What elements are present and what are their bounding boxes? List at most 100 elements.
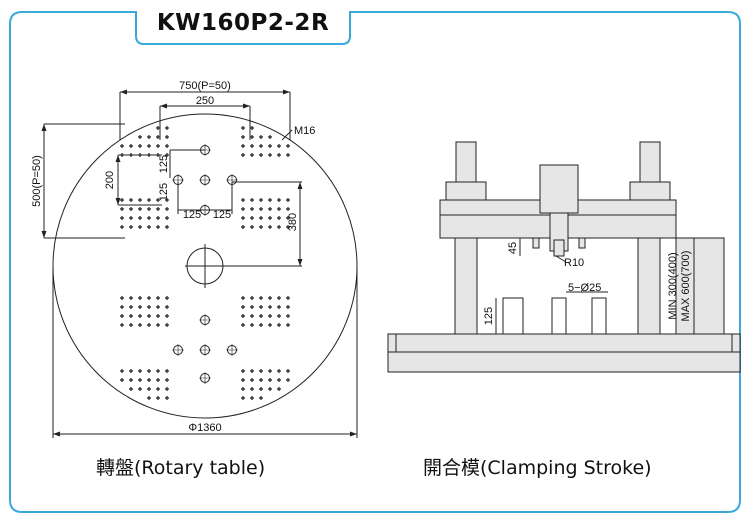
label-thread: M16 [294, 125, 315, 137]
through-hole-center [199, 174, 211, 186]
tapped-hole [268, 135, 272, 139]
tapped-hole [156, 305, 160, 309]
tapped-hole [250, 296, 254, 300]
tapped-hole [286, 153, 290, 157]
tapped-hole [120, 225, 124, 229]
tapped-hole [147, 216, 151, 220]
tapped-hole [259, 387, 263, 391]
tapped-hole [156, 153, 160, 157]
tapped-hole [241, 198, 245, 202]
through-hole-center [199, 144, 211, 156]
tapped-hole [138, 135, 142, 139]
tapped-hole [241, 369, 245, 373]
tapped-hole [165, 225, 169, 229]
label-r10: R10 [564, 257, 584, 269]
tapped-hole [120, 305, 124, 309]
tapped-hole [129, 305, 133, 309]
tapped-hole [241, 216, 245, 220]
tapped-hole [120, 153, 124, 157]
tapped-hole [156, 296, 160, 300]
tapped-hole [250, 314, 254, 318]
tapped-hole [268, 207, 272, 211]
tapped-hole [286, 296, 290, 300]
tapped-hole [138, 323, 142, 327]
tapped-hole [129, 369, 133, 373]
tapped-hole [138, 314, 142, 318]
tapped-hole [120, 207, 124, 211]
tapped-hole [156, 225, 160, 229]
tapped-hole [250, 153, 254, 157]
label-width-pitch: 750(P=50) [179, 80, 231, 92]
tapped-hole [286, 225, 290, 229]
tapped-hole [268, 153, 272, 157]
clamping-drawing [387, 141, 741, 373]
tapped-hole [241, 126, 245, 130]
tapped-hole [129, 314, 133, 318]
tapped-hole [138, 198, 142, 202]
tapped-hole [241, 323, 245, 327]
tapped-hole [165, 198, 169, 202]
tapped-hole [268, 387, 272, 391]
tapped-hole [259, 369, 263, 373]
label-h125: 125 [483, 307, 495, 325]
tapped-hole [156, 369, 160, 373]
label-height-pitch: 500(P=50) [31, 155, 43, 207]
tapped-hole [138, 305, 142, 309]
tapped-hole [147, 378, 151, 382]
tapped-hole [165, 153, 169, 157]
tapped-hole [241, 378, 245, 382]
tapped-hole [250, 144, 254, 148]
tapped-hole [268, 323, 272, 327]
tapped-hole [156, 198, 160, 202]
tapped-hole [165, 396, 169, 400]
tapped-hole [277, 207, 281, 211]
tapped-hole [156, 135, 160, 139]
pin-center [551, 297, 567, 335]
tapped-hole [250, 207, 254, 211]
tapped-hole [129, 144, 133, 148]
tapped-hole [165, 387, 169, 391]
tapped-hole [250, 387, 254, 391]
tapped-hole [250, 126, 254, 130]
tapped-hole [129, 216, 133, 220]
label-stroke-min: MIN 300(400) [667, 252, 679, 319]
tapped-hole [147, 225, 151, 229]
tapped-hole [268, 144, 272, 148]
tapped-hole [138, 153, 142, 157]
tapped-hole [156, 144, 160, 148]
tapped-hole [156, 396, 160, 400]
tapped-hole [259, 314, 263, 318]
tapped-hole [147, 135, 151, 139]
tapped-hole [259, 153, 263, 157]
label-inner-width: 250 [196, 95, 214, 107]
r10-leader [555, 255, 567, 263]
tapped-hole [268, 216, 272, 220]
tapped-hole [147, 396, 151, 400]
label-inner-height: 200 [104, 171, 116, 189]
pin-right [591, 297, 607, 335]
label-d45: 45 [507, 242, 519, 254]
tapped-hole-pattern [120, 126, 290, 400]
tapped-hole [156, 323, 160, 327]
page-title: KW160P2-2R [156, 10, 330, 36]
pin-left [502, 297, 524, 335]
tapped-hole [165, 323, 169, 327]
tapped-hole [129, 387, 133, 391]
tapped-hole [259, 144, 263, 148]
tapped-hole [147, 387, 151, 391]
ram-tip [553, 239, 565, 257]
tapped-hole [268, 378, 272, 382]
rotary-table-caption: 轉盤(Rotary table) [96, 457, 266, 479]
label-125-vertical-a: 125 [158, 155, 170, 173]
tapped-hole [277, 225, 281, 229]
tapped-hole [147, 369, 151, 373]
tapped-hole [241, 135, 245, 139]
tapped-hole [277, 305, 281, 309]
tapped-hole [165, 144, 169, 148]
through-hole-center [172, 344, 184, 356]
tapped-hole [241, 207, 245, 211]
tapped-hole [165, 314, 169, 318]
tapped-hole [241, 153, 245, 157]
tapped-hole [147, 153, 151, 157]
through-hole-center [172, 174, 184, 186]
